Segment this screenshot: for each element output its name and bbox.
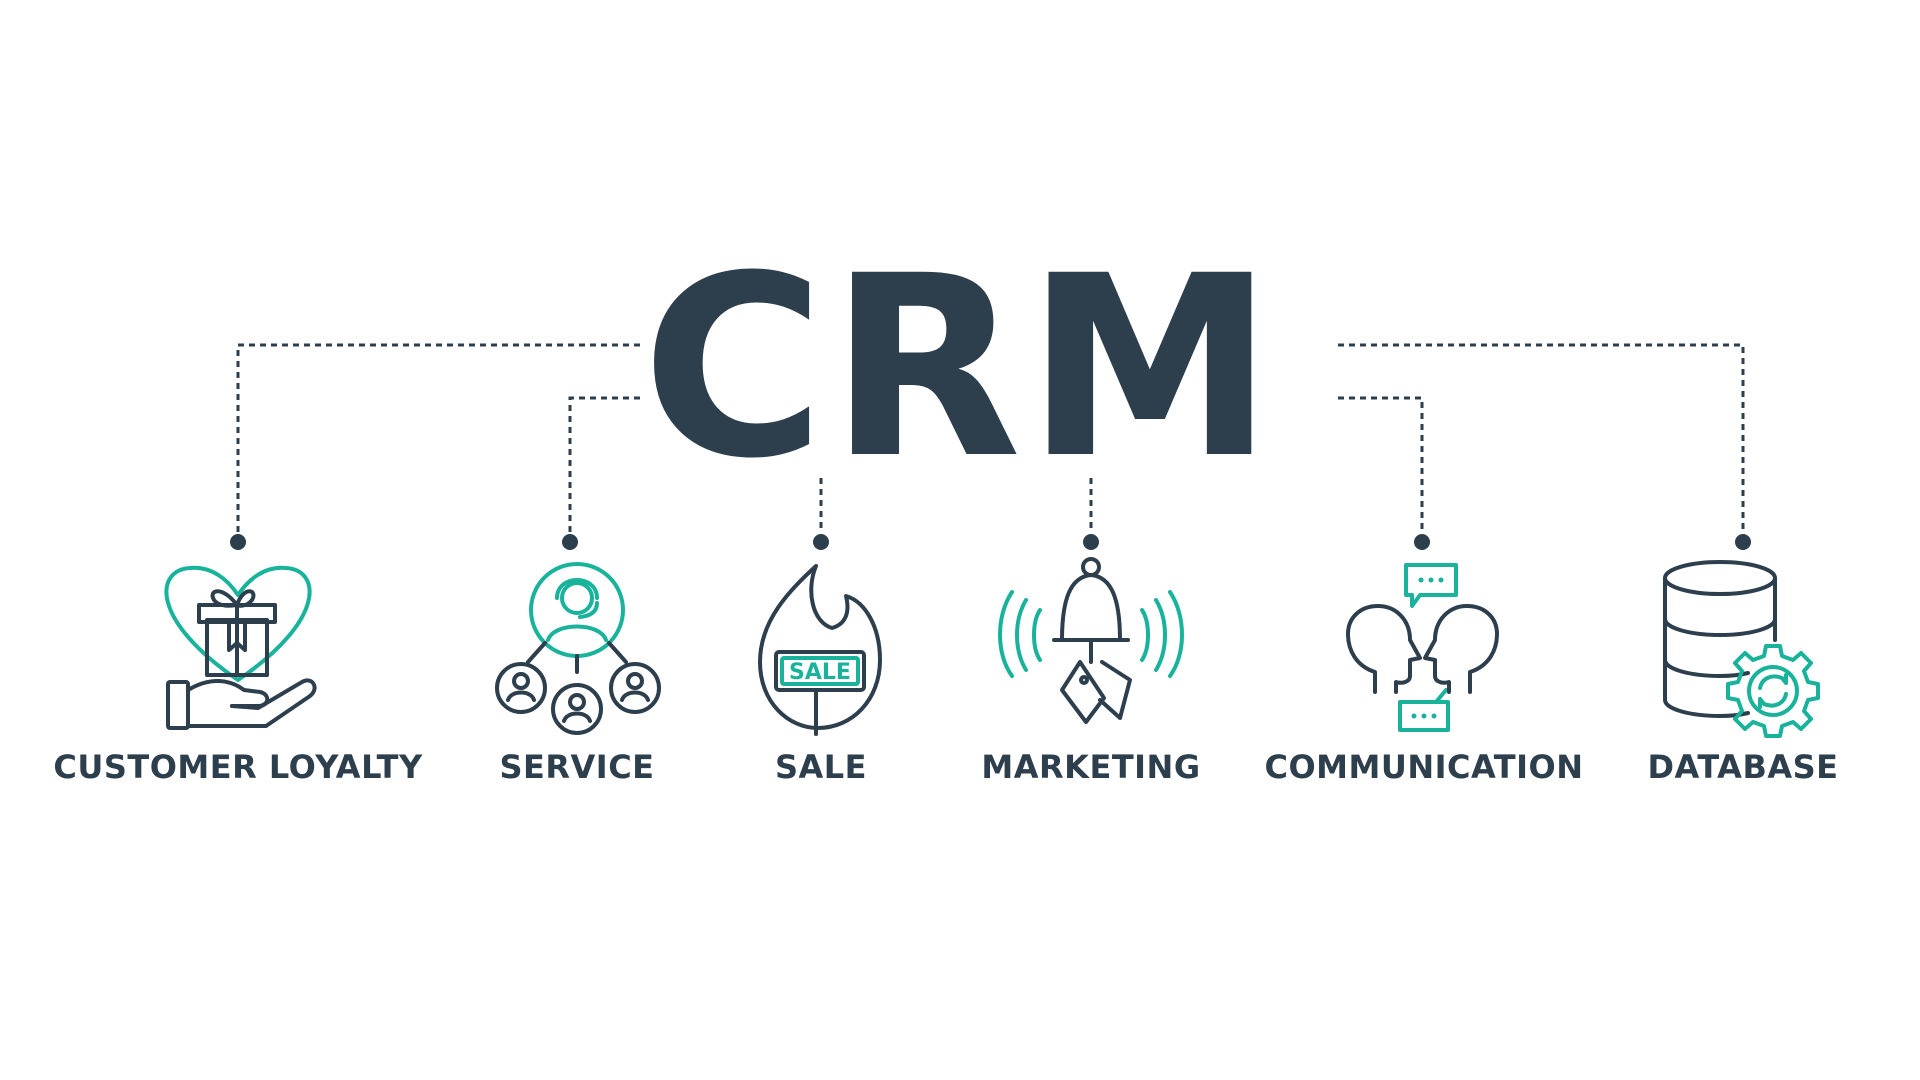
support-agent-network-icon (495, 562, 661, 735)
connector-dot (1414, 534, 1430, 550)
connector-dot (1083, 534, 1099, 550)
label-marketing: MARKETING (981, 748, 1201, 786)
label-service: SERVICE (499, 748, 655, 786)
hand-gift-heart-icon (164, 565, 317, 730)
connector-service (568, 396, 640, 533)
connector-dot (1735, 534, 1751, 550)
page-title: CRM (641, 222, 1279, 513)
connector-lines (236, 343, 1745, 533)
connector-dot (562, 534, 578, 550)
label-customer-loyalty: CUSTOMER LOYALTY (53, 748, 423, 786)
label-sale: SALE (774, 748, 868, 786)
connector-dot (230, 534, 246, 550)
database-gear-icon (1663, 560, 1820, 738)
label-communication: COMMUNICATION (1264, 748, 1584, 786)
bell-price-tags-icon (998, 557, 1184, 724)
sale-sign-text: SALE (789, 660, 851, 685)
two-heads-chat-icon (1346, 563, 1499, 732)
connector-database (1338, 343, 1745, 533)
label-database: DATABASE (1647, 748, 1839, 786)
connector-customer-loyalty (236, 343, 640, 533)
connector-dot (813, 534, 829, 550)
connector-communication (1338, 396, 1424, 533)
flame-sale-sign-icon (758, 564, 882, 736)
connector-dots (230, 534, 1751, 550)
